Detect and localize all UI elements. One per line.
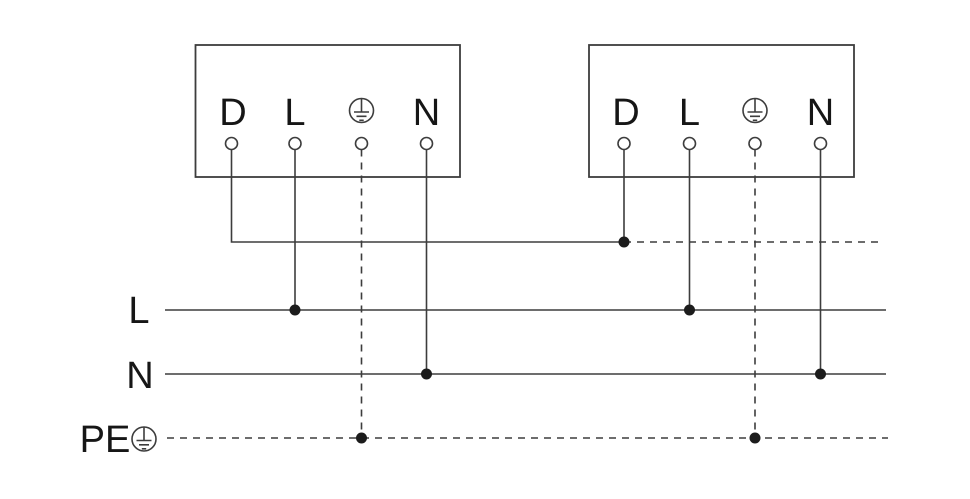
device-2-terminal-n-label: N bbox=[807, 92, 834, 134]
junction-dot bbox=[289, 304, 301, 316]
device-1-terminal-pe-point bbox=[354, 136, 369, 151]
device-2-terminal-pe-point bbox=[748, 136, 762, 151]
device-2-terminal-d-label: D bbox=[612, 92, 639, 134]
device-2-box bbox=[588, 44, 855, 178]
device-1-terminal-d-point bbox=[224, 136, 239, 151]
junction-dot bbox=[815, 368, 826, 380]
device-1-terminal-l-label: L bbox=[284, 92, 305, 134]
device-2-terminal-d-point bbox=[617, 136, 631, 151]
device-2-terminal-n-point bbox=[813, 136, 828, 151]
bus-pe-label: PE bbox=[80, 419, 131, 461]
device-2-terminal-l-point bbox=[682, 136, 697, 151]
protective-earth-icon bbox=[742, 97, 768, 124]
device-2-terminal-l-label: L bbox=[679, 92, 700, 134]
junction-dot bbox=[356, 432, 367, 444]
device-1-box bbox=[194, 44, 461, 178]
junction-dot bbox=[618, 236, 630, 248]
bus-n-label: N bbox=[126, 355, 153, 397]
junction-dot bbox=[421, 368, 432, 380]
junction-dot bbox=[749, 432, 761, 444]
protective-earth-icon bbox=[131, 426, 157, 452]
protective-earth-icon bbox=[348, 97, 375, 124]
device-1-terminal-l-point bbox=[288, 136, 302, 151]
device-1-terminal-d-label: D bbox=[219, 92, 246, 134]
bus-l-label: L bbox=[128, 290, 149, 332]
junction-dot bbox=[684, 304, 695, 316]
wire-dim-link bbox=[230, 149, 625, 243]
device-1-terminal-n-point bbox=[419, 136, 434, 151]
device-1-terminal-n-label: N bbox=[413, 92, 440, 134]
